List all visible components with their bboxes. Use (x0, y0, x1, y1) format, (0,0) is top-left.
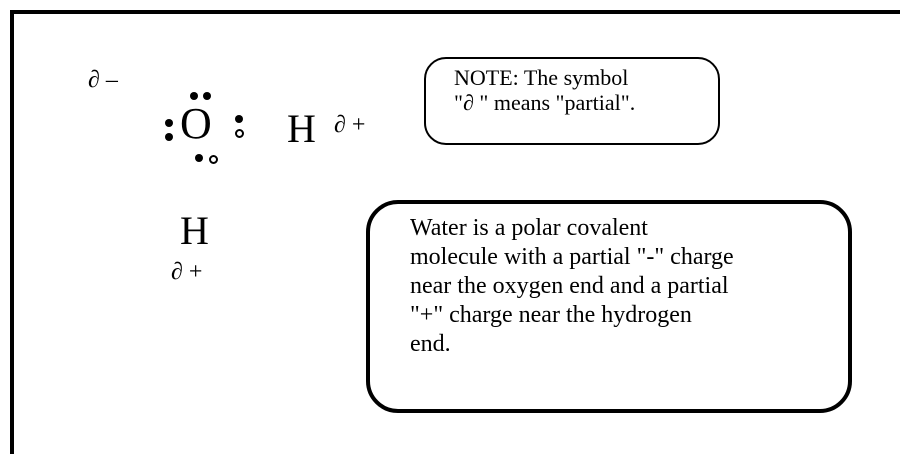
hydrogen-electron-ring (235, 129, 244, 138)
lone-pair-electron-dot (165, 133, 173, 141)
hydrogen-top-symbol: H (287, 106, 316, 151)
explanation-line: molecule with a partial "-" charge (410, 244, 734, 270)
explanation-callout: Water is a polar covalent molecule with … (366, 200, 852, 413)
frame-left-border (10, 10, 14, 454)
lone-pair-electron-dot (203, 92, 211, 100)
hydrogen-bottom-partial-charge: ∂ + (171, 259, 203, 285)
note-line: "∂ " means "partial". (454, 90, 636, 115)
note-line: NOTE: The symbol (454, 65, 629, 90)
oxygen-symbol: O (180, 99, 212, 148)
explanation-line: "+" charge near the hydrogen (410, 302, 692, 328)
lone-pair-electron-dot (165, 119, 173, 127)
bonding-electron-dot (195, 154, 203, 162)
lone-pair-electron-dot (190, 92, 198, 100)
hydrogen-electron-ring (209, 155, 218, 164)
hydrogen-top-partial-charge: ∂ + (334, 112, 366, 138)
hydrogen-bottom-symbol: H (180, 208, 209, 253)
explanation-line: Water is a polar covalent (410, 215, 648, 241)
oxygen-partial-charge: ∂ – (88, 67, 118, 93)
note-text: NOTE: The symbol "∂ " means "partial". (454, 65, 635, 115)
explanation-line: near the oxygen end and a partial (410, 273, 729, 299)
note-callout: NOTE: The symbol "∂ " means "partial". (424, 57, 720, 145)
explanation-text: Water is a polar covalent molecule with … (410, 214, 848, 359)
bonding-electron-dot (235, 115, 243, 123)
explanation-line: end. (410, 331, 451, 357)
frame-top-border (10, 10, 900, 14)
